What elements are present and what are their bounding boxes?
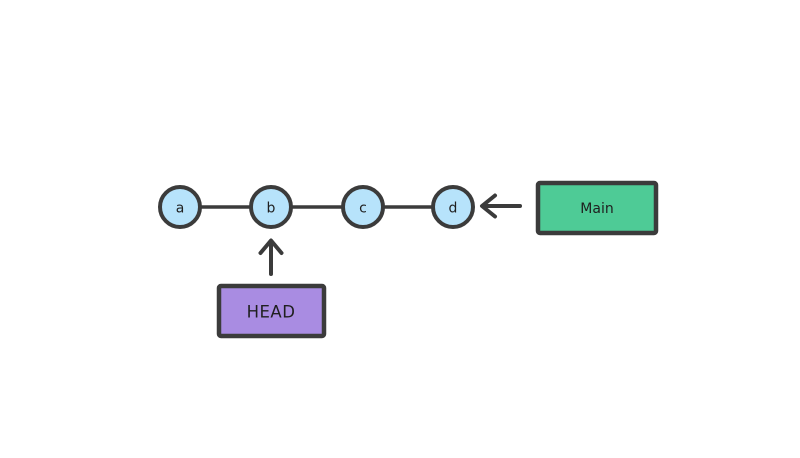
branch-box-main-label: Main <box>580 201 613 217</box>
commit-node-a: a <box>158 185 202 229</box>
commit-node-c-circle <box>341 185 385 229</box>
main-arrow-icon <box>480 193 522 219</box>
commit-node-c: c <box>341 185 385 229</box>
branch-box-main: Main <box>535 180 659 236</box>
commit-node-d-circle <box>431 185 475 229</box>
commit-node-b: b <box>249 185 293 229</box>
head-arrow-head <box>258 238 284 255</box>
head-arrow-icon <box>258 238 284 276</box>
commit-node-a-label: a <box>176 201 185 217</box>
commit-node-b-label: b <box>267 201 276 217</box>
head-box-rect <box>216 283 327 339</box>
commit-node-d-label: d <box>449 201 458 217</box>
commit-node-d: d <box>431 185 475 229</box>
head-box-label: HEAD <box>247 303 296 322</box>
commit-node-a-circle <box>158 185 202 229</box>
head-box: HEAD <box>216 283 327 339</box>
commit-node-b-circle <box>249 185 293 229</box>
branch-box-main-rect <box>535 180 659 236</box>
main-arrow-head <box>480 193 497 219</box>
commit-node-c-label: c <box>359 201 367 217</box>
